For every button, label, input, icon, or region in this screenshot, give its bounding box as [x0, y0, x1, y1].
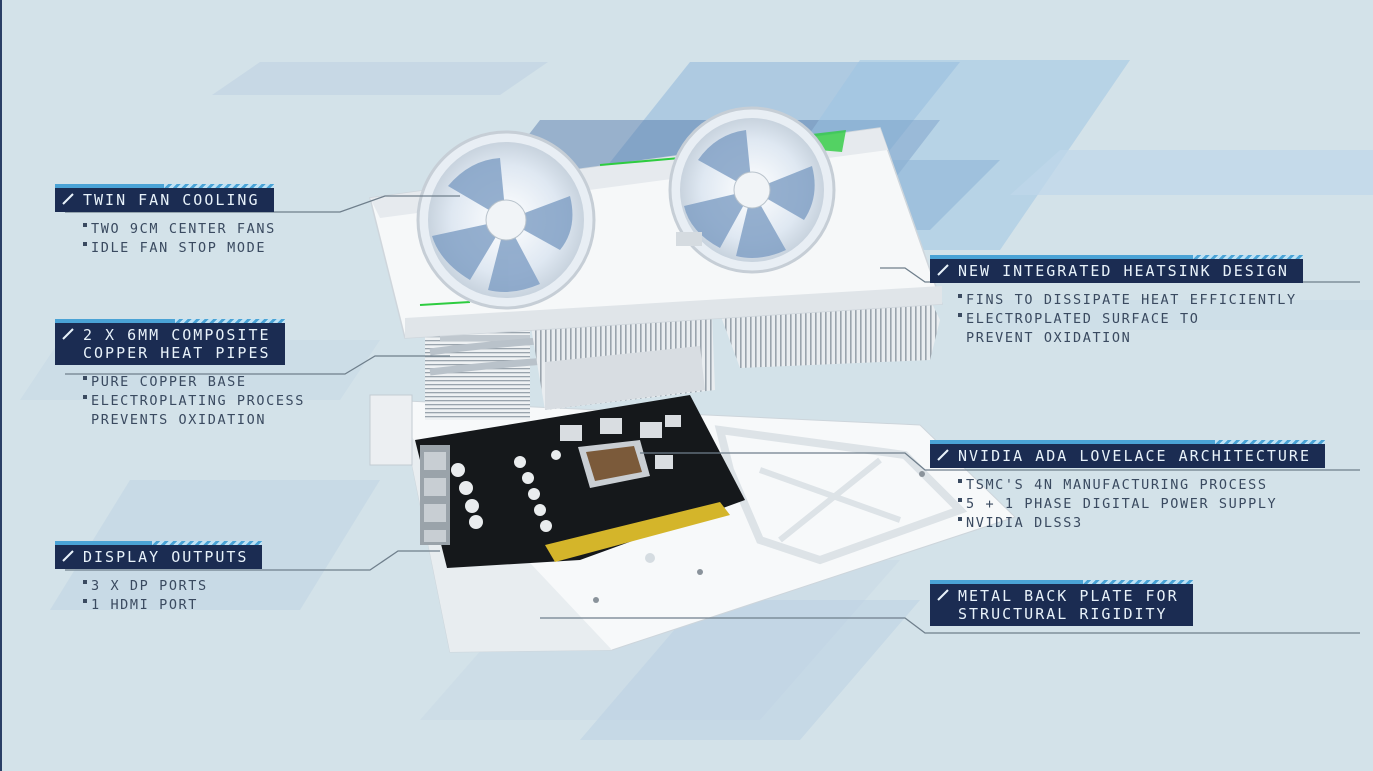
list-item: 5 + 1 PHASE DIGITAL POWER SUPPLY	[958, 495, 1325, 514]
bullet-dot-icon	[83, 599, 87, 603]
callout-display-outputs: DISPLAY OUTPUTS 3 x DP PORTS 1 HDMI PORT	[55, 541, 263, 615]
callout-back-plate: METAL BACK PLATE FOR STRUCTURAL RIGIDITY	[930, 580, 1193, 626]
bullet-dot-icon	[83, 242, 87, 246]
callout-heat-pipes: 2 x 6MM COMPOSITE COPPER HEAT PIPES PURE…	[55, 319, 305, 430]
left-border	[0, 0, 2, 771]
callout-title: TWIN FAN COOLING	[83, 191, 260, 209]
list-item: TSMC'S 4N MANUFACTURING PROCESS	[958, 476, 1325, 495]
list-item: PREVENTS OXIDATION	[91, 412, 267, 428]
bullet-dot-icon	[958, 498, 962, 502]
hatch-accent	[1082, 580, 1193, 584]
callout-label: DISPLAY OUTPUTS	[55, 541, 263, 569]
callout-title: DISPLAY OUTPUTS	[83, 548, 249, 566]
list-item: NVIDIA DLSS3	[958, 514, 1325, 533]
bullet-list: 3 x DP PORTS 1 HDMI PORT	[83, 577, 262, 615]
slash-icon	[62, 328, 74, 340]
shroud-illustration	[369, 106, 944, 339]
callout-title: NEW INTEGRATED HEATSINK DESIGN	[958, 262, 1289, 280]
bullet-dot-icon	[83, 223, 87, 227]
slash-icon	[62, 193, 74, 205]
bullet-dot-icon	[958, 479, 962, 483]
callout-title: STRUCTURAL RIGIDITY	[958, 605, 1168, 623]
bullet-dot-icon	[958, 517, 962, 521]
callout-label: METAL BACK PLATE FOR STRUCTURAL RIGIDITY	[930, 580, 1193, 626]
list-item: PURE COPPER BASE	[83, 373, 305, 392]
bullet-list: PURE COPPER BASE ELECTROPLATING PROCESS …	[83, 373, 305, 430]
list-item: PREVENT OXIDATION	[966, 330, 1132, 346]
bullet-dot-icon	[83, 376, 87, 380]
callout-title: COPPER HEAT PIPES	[83, 344, 271, 362]
pcb-illustration	[415, 395, 745, 568]
bullet-list: FINS TO DISSIPATE HEAT EFFICIENTLY ELECT…	[958, 291, 1303, 348]
list-item: TWO 9CM CENTER FANS	[83, 220, 276, 239]
list-item: FINS TO DISSIPATE HEAT EFFICIENTLY	[958, 291, 1303, 310]
bullet-dot-icon	[958, 313, 962, 317]
callout-twin-fan-cooling: TWIN FAN COOLING TWO 9CM CENTER FANS IDL…	[55, 184, 276, 258]
bullet-list: TSMC'S 4N MANUFACTURING PROCESS 5 + 1 PH…	[958, 476, 1325, 533]
callout-title: 2 x 6MM COMPOSITE	[83, 326, 271, 344]
callout-label: NVIDIA ADA LOVELACE ARCHITECTURE	[930, 440, 1325, 468]
slash-icon	[937, 589, 949, 601]
bullet-list: TWO 9CM CENTER FANS IDLE FAN STOP MODE	[83, 220, 276, 258]
callout-label: TWIN FAN COOLING	[55, 184, 274, 212]
callout-label: 2 x 6MM COMPOSITE COPPER HEAT PIPES	[55, 319, 285, 365]
list-item: ELECTROPLATING PROCESS	[83, 392, 305, 411]
slash-icon	[62, 550, 74, 562]
list-item: IDLE FAN STOP MODE	[83, 239, 276, 258]
callout-architecture: NVIDIA ADA LOVELACE ARCHITECTURE TSMC'S …	[930, 440, 1325, 533]
hatch-accent	[1192, 255, 1303, 259]
bullet-dot-icon	[958, 294, 962, 298]
slash-icon	[937, 449, 949, 461]
list-item: 1 HDMI PORT	[83, 596, 262, 615]
bullet-dot-icon	[83, 580, 87, 584]
callout-title: METAL BACK PLATE FOR	[958, 587, 1179, 605]
callout-heatsink-design: NEW INTEGRATED HEATSINK DESIGN FINS TO D…	[930, 255, 1303, 348]
hatch-accent	[174, 319, 285, 323]
slash-icon	[937, 264, 949, 276]
list-item: ELECTROPLATED SURFACE TO	[958, 310, 1303, 329]
hatch-accent	[152, 541, 263, 545]
list-item: 3 x DP PORTS	[83, 577, 262, 596]
callout-label: NEW INTEGRATED HEATSINK DESIGN	[930, 255, 1303, 283]
callout-title: NVIDIA ADA LOVELACE ARCHITECTURE	[958, 447, 1311, 465]
leader-lines	[65, 195, 1360, 634]
hatch-accent	[163, 184, 274, 188]
bullet-dot-icon	[83, 395, 87, 399]
hatch-accent	[1214, 440, 1325, 444]
